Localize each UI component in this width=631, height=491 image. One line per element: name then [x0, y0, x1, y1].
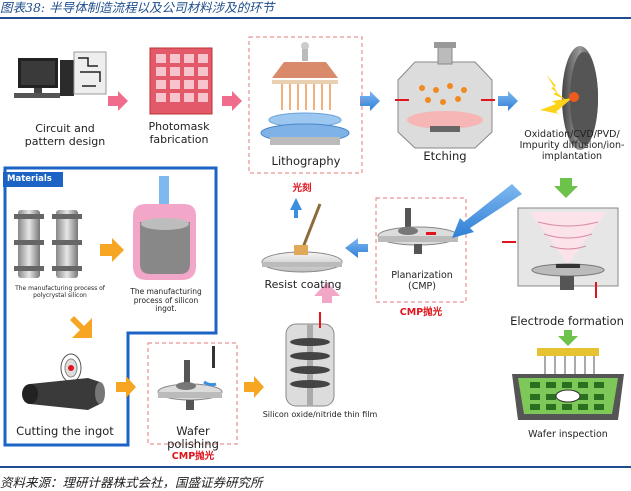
arrow-right-icon — [100, 238, 124, 262]
ingot-process-label: The manufacturing process of silicon ing… — [130, 287, 202, 314]
thin-film-furnace-icon — [285, 312, 335, 407]
lithography-icon — [260, 42, 350, 145]
electrode-formation-label: Electrode formation — [510, 314, 624, 328]
arrow-right-icon — [108, 91, 128, 111]
lithography-highlight-box — [248, 36, 363, 174]
wafer-polishing-highlight-box — [147, 342, 238, 445]
materials-panel-border — [3, 166, 218, 447]
wafer-inspection-icon — [512, 348, 624, 420]
caption-rule — [0, 17, 631, 19]
arrow-right-icon — [116, 376, 136, 398]
arrow-up-icon — [314, 282, 340, 303]
resist-coating-label: Resist coating — [264, 278, 342, 291]
source-rule — [0, 466, 631, 468]
computer-icon — [14, 51, 107, 98]
figure-caption: 图表38: 半导体制造流程以及公司材料涉及的环节 — [0, 0, 275, 15]
wafer-polishing-icon — [157, 346, 223, 410]
arrow-up-icon — [290, 198, 302, 218]
planarization-label: Planarization (CMP) — [391, 270, 453, 292]
thin-film-label: Silicon oxide/nitride thin film — [262, 410, 378, 419]
polycrystal-silicon-icon — [14, 210, 82, 278]
arrow-down-icon — [558, 330, 578, 346]
etching-icon — [395, 42, 495, 149]
wafer-inspection-label: Wafer inspection — [528, 429, 608, 440]
materials-title: Materials — [3, 172, 63, 187]
arrow-down-icon — [554, 178, 578, 198]
etching-label: Etching — [423, 149, 467, 163]
arrow-down-left-icon — [70, 316, 92, 338]
photomask-icon — [149, 47, 213, 115]
lithography-label: Lithography — [271, 154, 341, 168]
arrow-right-icon — [244, 376, 264, 398]
source-note: 资料来源：理研计器株式会社，国盛证券研究所 — [0, 475, 263, 490]
silicon-ingot-crucible-icon — [133, 176, 196, 280]
resist-coating-icon — [261, 203, 343, 273]
circuit-design-label: Circuit and pattern design — [24, 122, 106, 148]
repetition-arrow-icon — [452, 184, 522, 238]
planarization-icon — [377, 208, 459, 254]
oxidation-icon — [540, 46, 598, 150]
wafer-polishing-label: Wafer polishing — [167, 424, 219, 452]
arrow-right-icon — [498, 91, 518, 111]
cmp-marker-bottom: CMP抛光 — [171, 451, 215, 462]
litho-marker: 光刻 — [292, 183, 312, 194]
ingot-cutting-icon — [22, 353, 105, 410]
arrow-right-icon — [360, 91, 380, 111]
arrow-left-icon — [345, 238, 368, 258]
oxidation-label: Oxidation/CVD/PVD/ Impurity diffusion/io… — [519, 129, 625, 162]
cutting-ingot-label: Cutting the ingot — [16, 424, 114, 438]
arrow-right-icon — [222, 91, 242, 111]
polycrystal-label: The manufacturing process of polycrystal… — [15, 285, 105, 299]
cmp-highlight-box — [375, 197, 467, 303]
cmp-marker-top: CMP抛光 — [399, 307, 443, 318]
photomask-label: Photomask fabrication — [148, 120, 210, 146]
electrode-formation-icon — [502, 207, 619, 298]
